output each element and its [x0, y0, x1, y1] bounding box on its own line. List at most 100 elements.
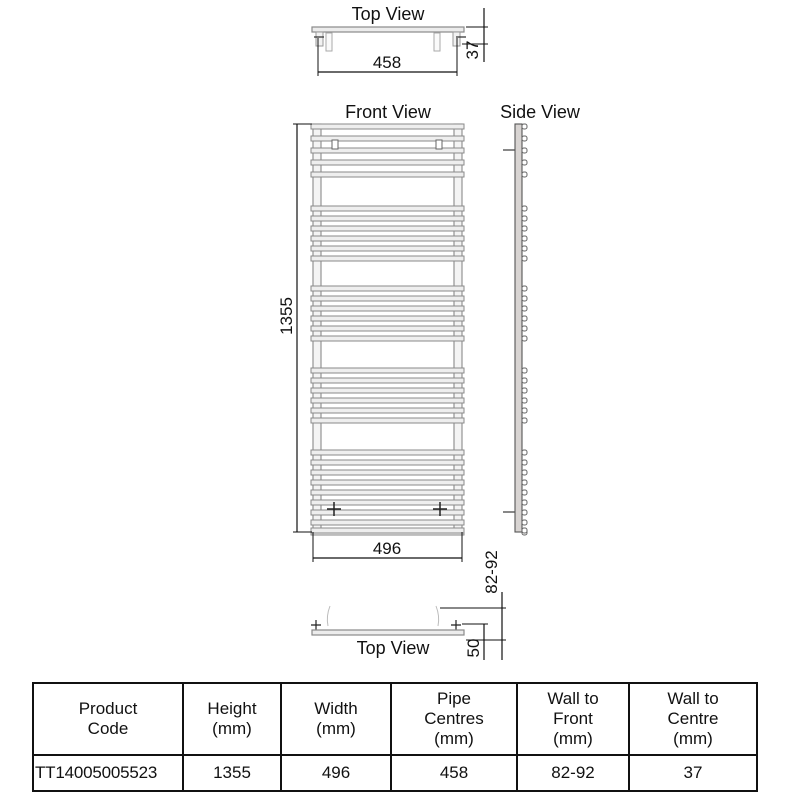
side-rail-end-16	[521, 325, 528, 332]
front-rail-15	[310, 315, 465, 322]
side-rail-end-23	[521, 417, 528, 424]
top-view-lower-label: Top View	[357, 638, 431, 658]
side-rail-end-30	[521, 509, 528, 516]
lower-right-valve-outline	[435, 605, 440, 627]
side-rail-end-28	[521, 489, 528, 496]
side-rail-ends	[521, 123, 528, 536]
front-rail-1	[310, 123, 465, 130]
front-rail-20	[310, 387, 465, 394]
side-rail-end-5	[521, 171, 528, 178]
top-view-lower: Top View 82-92 50	[311, 550, 506, 660]
front-rail-21	[310, 397, 465, 404]
lower-wall-front-value: 82-92	[482, 550, 501, 593]
side-rail-end-12	[521, 285, 528, 292]
header-pipe-centres: Pipe Centres (mm)	[390, 682, 518, 756]
table-row: TT14005005523 1355 496 458 82-92 37	[32, 754, 758, 792]
side-rail-end-27	[521, 479, 528, 486]
side-rail-end-3	[521, 147, 528, 154]
front-view-label: Front View	[345, 102, 432, 122]
side-rail-end-18	[521, 367, 528, 374]
front-height-value: 1355	[277, 297, 296, 335]
side-rail-end-29	[521, 499, 528, 506]
top-width-value: 458	[373, 53, 401, 72]
side-view-label: Side View	[500, 102, 581, 122]
lower-left-fixing-mark	[311, 620, 321, 630]
header-height: Height (mm)	[182, 682, 282, 756]
front-right-valve-mark	[433, 502, 447, 516]
lower-rail	[311, 629, 465, 636]
front-rail-5	[310, 171, 465, 178]
front-rail-22	[310, 407, 465, 414]
front-rail-33	[310, 527, 465, 534]
side-column	[514, 123, 523, 533]
header-wall-to-front: Wall to Front (mm)	[516, 682, 630, 756]
front-rail-24	[310, 449, 465, 456]
side-rail-end-24	[521, 449, 528, 456]
cell-wall-to-centre: 37	[628, 754, 758, 792]
front-rail-2	[310, 135, 465, 142]
side-rail-end-33	[521, 527, 528, 534]
front-top-right-clip	[435, 139, 443, 150]
side-rail-end-8	[521, 225, 528, 232]
front-rail-14	[310, 305, 465, 312]
side-rail-end-15	[521, 315, 528, 322]
front-rail-3	[310, 147, 465, 154]
side-rail-end-20	[521, 387, 528, 394]
side-rail-end-25	[521, 459, 528, 466]
front-rail-7	[310, 215, 465, 222]
side-rail-end-21	[521, 397, 528, 404]
front-rail-4	[310, 159, 465, 166]
front-rail-11	[310, 255, 465, 262]
side-rail-end-31	[521, 519, 528, 526]
side-rail-end-11	[521, 255, 528, 262]
side-rail-end-17	[521, 335, 528, 342]
top-view-left-valve	[325, 32, 333, 52]
front-rail-6	[310, 205, 465, 212]
side-rail-end-19	[521, 377, 528, 384]
spec-table: Product Code Height (mm) Width (mm) Pipe…	[32, 682, 758, 792]
front-rails	[310, 123, 465, 536]
top-view-left-bracket	[315, 31, 324, 47]
lower-right-fixing-mark	[451, 620, 461, 630]
top-depth-value: 37	[463, 41, 482, 60]
front-rail-28	[310, 489, 465, 496]
lower-left-valve-outline	[326, 605, 331, 627]
top-view-upper-label: Top View	[352, 4, 426, 24]
technical-drawing: Top View 458 37 Front View 13	[277, 4, 581, 660]
front-top-left-clip	[331, 139, 339, 150]
side-rail-end-9	[521, 235, 528, 242]
side-view: Side View	[500, 102, 581, 536]
cell-wall-to-front: 82-92	[516, 754, 630, 792]
front-left-valve-mark	[327, 502, 341, 516]
front-rail-27	[310, 479, 465, 486]
front-view: Front View 1355 496	[277, 102, 465, 562]
side-rail-end-1	[521, 123, 528, 130]
side-rail-end-2	[521, 135, 528, 142]
front-rail-29	[310, 499, 465, 506]
lower-depth-value: 50	[464, 639, 483, 658]
front-rail-30	[310, 509, 465, 516]
front-rail-19	[310, 377, 465, 384]
spec-table-header-row: Product Code Height (mm) Width (mm) Pipe…	[32, 682, 758, 756]
front-rail-23	[310, 417, 465, 424]
cell-width: 496	[280, 754, 392, 792]
front-rail-26	[310, 469, 465, 476]
top-view-upper: Top View 458 37	[311, 4, 488, 76]
front-rail-9	[310, 235, 465, 242]
cell-height: 1355	[182, 754, 282, 792]
side-rail-end-4	[521, 159, 528, 166]
cell-pipe-centres: 458	[390, 754, 518, 792]
header-width: Width (mm)	[280, 682, 392, 756]
side-rail-end-14	[521, 305, 528, 312]
front-rail-18	[310, 367, 465, 374]
side-rail-end-7	[521, 215, 528, 222]
front-rail-16	[310, 325, 465, 332]
front-rail-12	[310, 285, 465, 292]
side-rail-end-26	[521, 469, 528, 476]
side-rail-end-22	[521, 407, 528, 414]
header-wall-to-centre: Wall to Centre (mm)	[628, 682, 758, 756]
top-view-rail	[311, 26, 465, 33]
side-rail-end-13	[521, 295, 528, 302]
header-product-code: Product Code	[32, 682, 184, 756]
cell-product-code: TT14005005523	[32, 754, 184, 792]
